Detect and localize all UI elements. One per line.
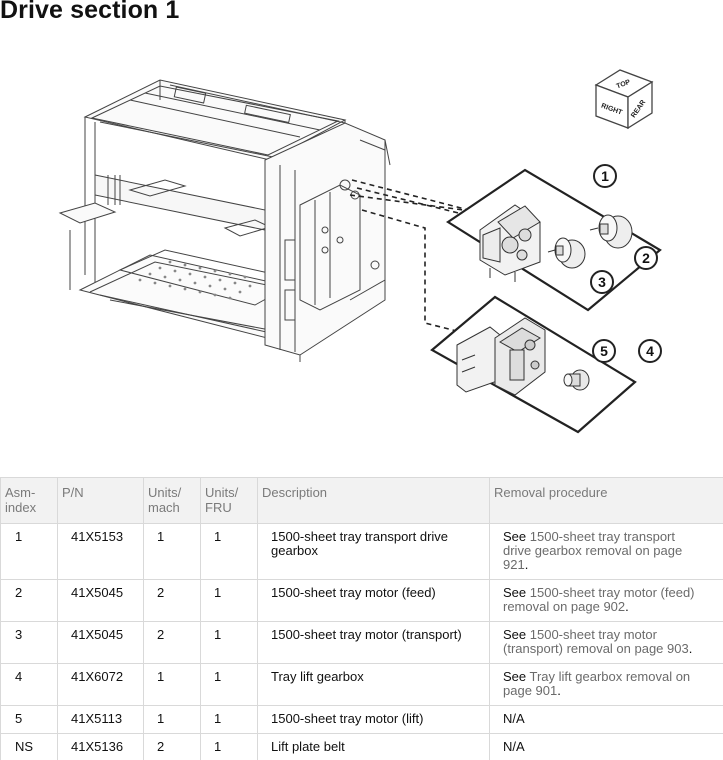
- removal-procedure: See 1500-sheet tray motor (feed)removal …: [489, 579, 723, 622]
- units-mach: 1: [143, 705, 201, 734]
- removal-link[interactable]: 1500-sheet tray motor(transport) removal…: [503, 627, 689, 656]
- orientation-cube-icon: TOP RIGHT REAR: [594, 69, 654, 130]
- units-fru: 1: [200, 621, 258, 664]
- callout-5-label: 5: [600, 343, 608, 359]
- asm-index: 5: [0, 705, 58, 734]
- asm-index: NS: [0, 733, 58, 760]
- col-header-removal: Removal procedure: [489, 477, 723, 524]
- part-number: 41X5153: [57, 523, 144, 580]
- page-title: Drive section 1: [0, 0, 180, 24]
- description: 1500-sheet tray motor (transport): [257, 621, 490, 664]
- removal-procedure: N/A: [489, 705, 723, 734]
- table-row: 5 41X5113 1 1 1500-sheet tray motor (lif…: [0, 705, 723, 734]
- description: 1500-sheet tray motor (feed): [257, 579, 490, 622]
- tray-frame-illustration: [58, 79, 391, 362]
- table-row: 4 41X6072 1 1 Tray lift gearbox See Tray…: [0, 663, 723, 706]
- units-mach: 2: [143, 733, 201, 760]
- units-fru: 1: [200, 663, 258, 706]
- col-header-pn: P/N: [57, 477, 144, 524]
- description: 1500-sheet tray motor (lift): [257, 705, 490, 734]
- parts-table: Asm-index P/N Units/mach Units/FRU Descr…: [0, 477, 723, 760]
- callout-4-label: 4: [646, 343, 654, 359]
- callout-1-label: 1: [601, 168, 609, 184]
- units-fru: 1: [200, 705, 258, 734]
- removal-link[interactable]: 1500-sheet tray motor (feed)removal on p…: [503, 585, 695, 614]
- units-mach: 1: [143, 523, 201, 580]
- units-mach: 1: [143, 663, 201, 706]
- col-header-asm-index: Asm-index: [0, 477, 58, 524]
- asm-index: 3: [0, 621, 58, 664]
- callout-box-1: [445, 168, 662, 312]
- units-fru: 1: [200, 523, 258, 580]
- table-row: 2 41X5045 2 1 1500-sheet tray motor (fee…: [0, 579, 723, 622]
- units-fru: 1: [200, 579, 258, 622]
- callout-2-label: 2: [642, 250, 650, 266]
- units-mach: 2: [143, 579, 201, 622]
- asm-index: 2: [0, 579, 58, 622]
- col-header-description: Description: [257, 477, 490, 524]
- callout-box-4: [430, 295, 637, 434]
- cube-top-label: TOP: [616, 79, 632, 91]
- table-row: 3 41X5045 2 1 1500-sheet tray motor (tra…: [0, 621, 723, 664]
- asm-index: 1: [0, 523, 58, 580]
- callout-2: 2: [634, 246, 658, 270]
- asm-index: 4: [0, 663, 58, 706]
- description: Lift plate belt: [257, 733, 490, 760]
- table-row: NS 41X5136 2 1 Lift plate belt N/A: [0, 733, 723, 760]
- description: Tray lift gearbox: [257, 663, 490, 706]
- part-number: 41X5045: [57, 621, 144, 664]
- part-number: 41X6072: [57, 663, 144, 706]
- table-header-row: Asm-index P/N Units/mach Units/FRU Descr…: [0, 477, 723, 524]
- col-header-units-mach: Units/mach: [143, 477, 201, 524]
- part-number: 41X5136: [57, 733, 144, 760]
- units-fru: 1: [200, 733, 258, 760]
- callout-3-label: 3: [598, 274, 606, 290]
- callout-3: 3: [590, 270, 614, 294]
- callout-4: 4: [638, 339, 662, 363]
- callout-1: 1: [593, 164, 617, 188]
- removal-procedure: See 1500-sheet tray motor(transport) rem…: [489, 621, 723, 664]
- part-number: 41X5045: [57, 579, 144, 622]
- part-number: 41X5113: [57, 705, 144, 734]
- callout-5: 5: [592, 339, 616, 363]
- units-mach: 2: [143, 621, 201, 664]
- removal-procedure: N/A: [489, 733, 723, 760]
- col-header-units-fru: Units/FRU: [200, 477, 258, 524]
- exploded-parts-diagram: 1 2 3 4 5 TOP RIGHT REAR: [58, 69, 662, 434]
- table-row: 1 41X5153 1 1 1500-sheet tray transport …: [0, 523, 723, 580]
